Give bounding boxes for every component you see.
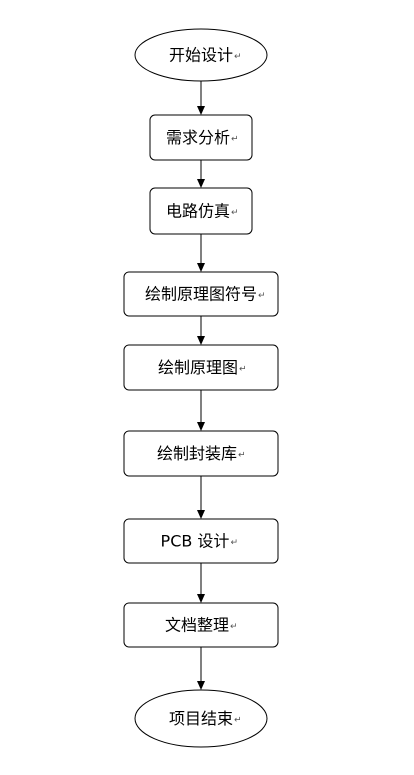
- flow-node-schematic-box: [123, 344, 279, 391]
- flow-node-schematic-symbols-box: [123, 271, 279, 317]
- flow-node-pcb-design-label: PCB 设计: [161, 532, 230, 551]
- flow-node-pcb-design: PCB 设计↵: [123, 518, 279, 564]
- flow-arrow-head-icon: [197, 594, 205, 603]
- paragraph-mark-icon: ↵: [231, 135, 239, 145]
- flow-node-schematic-symbols-label: 绘制原理图符号: [145, 285, 257, 304]
- paragraph-mark-icon: ↵: [231, 208, 239, 218]
- flow-node-simulation: 电路仿真↵: [149, 187, 253, 235]
- flow-arrow-head-icon: [197, 681, 205, 690]
- paragraph-mark-icon: ↵: [230, 538, 238, 548]
- flow-node-requirements-label: 需求分析: [166, 128, 230, 147]
- flow-node-footprint-library-box: [123, 430, 279, 477]
- flow-node-schematic: 绘制原理图↵: [123, 344, 279, 391]
- flow-node-simulation-box: [149, 187, 253, 235]
- flow-node-simulation-label: 电路仿真: [166, 202, 230, 221]
- paragraph-mark-icon: ↵: [234, 52, 242, 62]
- flow-node-end-label: 项目结束: [169, 709, 233, 728]
- flow-arrow-head-icon: [197, 336, 205, 345]
- flowchart-edges: [197, 81, 205, 690]
- paragraph-mark-icon: ↵: [234, 716, 242, 726]
- flow-node-pcb-design-box: [123, 518, 279, 564]
- flow-node-footprint-library-label: 绘制封装库: [157, 444, 237, 463]
- flow-node-requirements-box: [149, 114, 253, 161]
- flow-node-footprint-library: 绘制封装库↵: [123, 430, 279, 477]
- flow-arrow-head-icon: [197, 106, 205, 115]
- flow-node-start-ellipse: [134, 28, 268, 82]
- flow-arrow-head-icon: [197, 263, 205, 272]
- flow-node-documentation-box: [123, 602, 279, 648]
- flow-node-documentation: 文档整理↵: [123, 602, 279, 648]
- flowchart-nodes: 开始设计↵需求分析↵电路仿真↵绘制原理图符号↵绘制原理图↵绘制封装库↵PCB 设…: [123, 28, 279, 748]
- paragraph-mark-icon: ↵: [239, 365, 247, 375]
- flow-arrow-head-icon: [197, 179, 205, 188]
- flow-arrow-head-icon: [197, 422, 205, 431]
- flow-node-requirements: 需求分析↵: [149, 114, 253, 161]
- paragraph-mark-icon: ↵: [258, 291, 266, 301]
- flow-node-end: 项目结束↵: [134, 689, 268, 748]
- flow-node-end-ellipse: [134, 689, 268, 748]
- paragraph-mark-icon: ↵: [238, 451, 246, 461]
- flow-node-schematic-symbols: 绘制原理图符号↵: [123, 271, 279, 317]
- paragraph-mark-icon: ↵: [230, 622, 238, 632]
- flow-node-start-label: 开始设计: [169, 46, 233, 65]
- flow-node-documentation-label: 文档整理: [165, 616, 229, 635]
- flow-node-start: 开始设计↵: [134, 28, 268, 82]
- flow-arrow-head-icon: [197, 510, 205, 519]
- flow-node-schematic-label: 绘制原理图: [158, 358, 238, 377]
